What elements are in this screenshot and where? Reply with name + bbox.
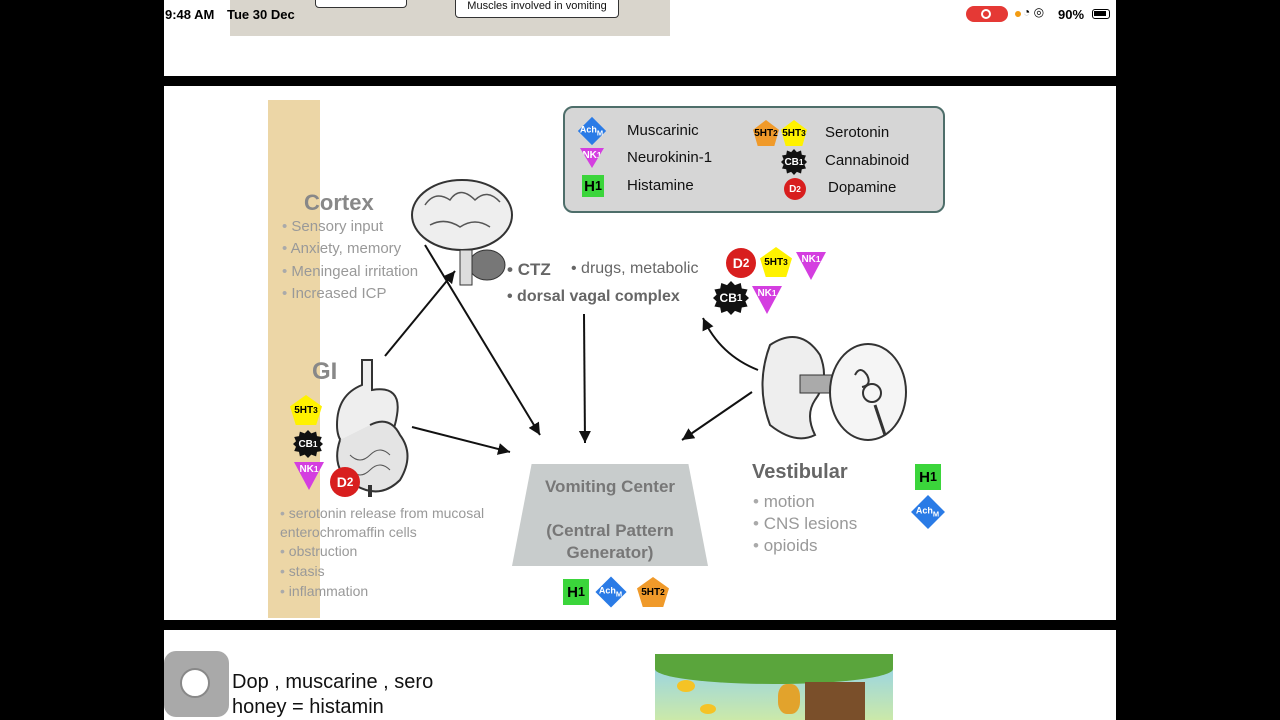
vomiting-center-line2: (Central Pattern xyxy=(546,521,674,540)
muscles-box: Muscles involved in vomiting xyxy=(455,0,619,18)
cortex-item-4: Increased ICP xyxy=(282,285,386,302)
legend-histamine: Histamine xyxy=(627,177,694,194)
ear-illustration xyxy=(761,336,907,441)
beehive-icon xyxy=(778,684,800,714)
note-line-2: honey = histamin xyxy=(232,696,384,718)
bee-icon xyxy=(677,680,695,692)
battery-icon xyxy=(1092,9,1110,19)
legend-neurokinin: Neurokinin-1 xyxy=(627,149,713,166)
ctz-text: CTZ xyxy=(517,260,551,279)
cortex-item-2: Anxiety, memory xyxy=(282,240,402,257)
cortex-title: Cortex xyxy=(304,190,374,215)
gi-item-3: stasis xyxy=(280,563,325,579)
ctz-desc: • drugs, metabolic xyxy=(571,260,699,277)
legend-dopamine: Dopamine xyxy=(828,179,897,196)
legend-muscarinic: Muscarinic xyxy=(627,122,699,139)
vestibular-title: Vestibular xyxy=(752,461,848,483)
gi-item-1: serotonin release from mucosal enterochr… xyxy=(280,504,500,542)
gi-illustration xyxy=(335,359,409,497)
gi-item-4: inflammation xyxy=(280,583,368,599)
gi-title: GI xyxy=(312,358,338,385)
recording-indicator[interactable] xyxy=(966,6,1008,22)
vomiting-center-title: Vomiting Center xyxy=(544,477,676,496)
cortex-item-1: Sensory input xyxy=(282,218,383,235)
dvc-text: dorsal vagal complex xyxy=(517,288,680,305)
receptor-legend xyxy=(563,106,945,213)
tree-canopy xyxy=(655,654,893,684)
vomiting-center-line3: Generator) xyxy=(566,543,654,562)
brain-illustration xyxy=(411,179,513,286)
honey-tree-image xyxy=(655,654,893,720)
bottom-page xyxy=(164,630,1116,720)
bee-icon xyxy=(700,704,716,714)
assistive-touch-button[interactable] xyxy=(164,651,229,717)
ctz-desc-text: drugs, metabolic xyxy=(581,260,699,277)
status-date: Tue 30 Dec xyxy=(227,7,295,22)
vestibular-item-3: opioids xyxy=(753,536,818,556)
previous-slide-fragment: Muscles involved in vomiting xyxy=(230,0,670,36)
dvc-label: • dorsal vagal complex xyxy=(507,288,680,305)
vestibular-item-1: motion xyxy=(753,492,815,512)
legend-serotonin: Serotonin xyxy=(825,124,890,141)
legend-cannabinoid: Cannabinoid xyxy=(825,152,910,169)
vestibular-item-2: CNS lesions xyxy=(753,514,858,534)
battery-percent: 90% xyxy=(1058,7,1085,22)
status-time: 9:48 AM xyxy=(165,7,215,22)
mic-dot-icon xyxy=(1015,11,1021,17)
gi-item-2: obstruction xyxy=(280,543,357,559)
signals-box xyxy=(315,0,407,8)
wifi-icon: ◔ ◎ xyxy=(1023,5,1045,19)
vomiting-center-shape xyxy=(512,464,708,566)
note-line-1: Dop , muscarine , sero xyxy=(232,671,434,693)
cortex-item-3: Meningeal irritation xyxy=(282,263,418,280)
tree-trunk xyxy=(805,682,865,720)
ctz-label: • CTZ xyxy=(507,260,551,279)
